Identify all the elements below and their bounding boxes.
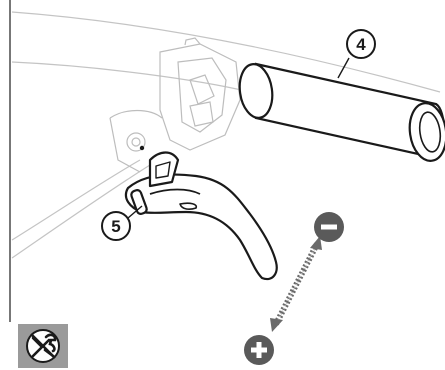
no-tools-icon xyxy=(27,330,59,362)
callout-5-number: 5 xyxy=(111,217,120,236)
no-tools-badge xyxy=(18,324,68,368)
brake-master-cylinder xyxy=(110,38,240,172)
plus-indicator xyxy=(244,335,274,365)
callout-4: 4 xyxy=(347,30,375,58)
handlebar-grip xyxy=(236,62,445,163)
callout-4-number: 4 xyxy=(356,35,366,54)
reach-adjust-arrow xyxy=(270,236,322,332)
callout-5: 5 xyxy=(102,212,130,240)
minus-indicator xyxy=(314,212,344,242)
